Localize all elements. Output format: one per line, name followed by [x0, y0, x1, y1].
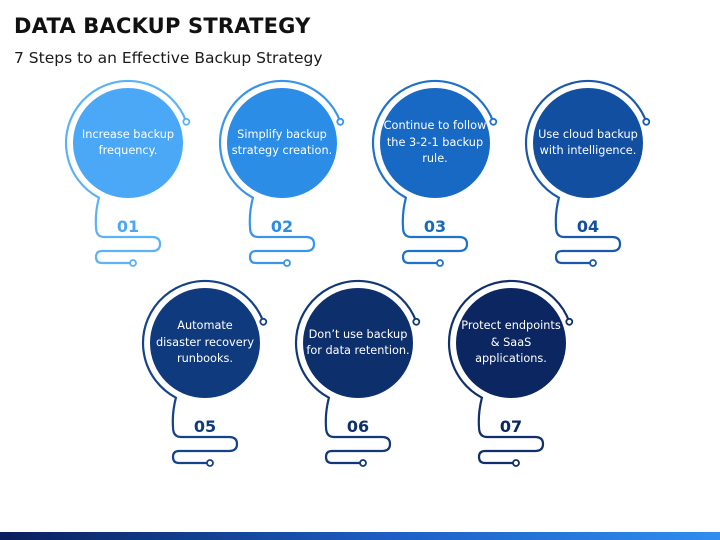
- step-3-outline: [371, 79, 495, 265]
- step-2-outline-end-dot: [283, 259, 291, 267]
- slide-title: DATA BACKUP STRATEGY: [14, 14, 311, 38]
- step-5-outline: [141, 279, 265, 465]
- step-7-outline-start-dot: [565, 317, 574, 326]
- slide-subtitle: 7 Steps to an Effective Backup Strategy: [14, 49, 323, 67]
- bottom-accent-bar: [0, 532, 720, 540]
- step-6-text: Don’t use backup for data retention.: [306, 327, 410, 358]
- step-2-outline: [218, 79, 342, 265]
- step-3-text: Continue to follow the 3-2-1 backup rule…: [383, 119, 487, 166]
- step-3-outline-end-dot: [436, 259, 444, 267]
- step-3-outline-start-dot: [489, 117, 498, 126]
- step-3-bulb: [380, 88, 490, 198]
- step-1-number: 01: [116, 217, 140, 236]
- step-7-bulb: [456, 288, 566, 398]
- step-5-outline-end-dot: [206, 459, 214, 467]
- step-7-text: Protect endpoints & SaaS applications.: [461, 319, 561, 366]
- step-4-outline-end-dot: [589, 259, 597, 267]
- step-2-outline-start-dot: [336, 117, 345, 126]
- step-4-number: 04: [576, 217, 600, 236]
- step-6-outline-start-dot: [412, 317, 421, 326]
- step-1-text: Increase backup frequency.: [81, 127, 175, 158]
- step-7-outline-end-dot: [512, 459, 520, 467]
- step-4-outline-start-dot: [642, 117, 651, 126]
- step-4-bulb: [533, 88, 643, 198]
- step-5-outline-start-dot: [259, 317, 268, 326]
- step-6-outline-end-dot: [359, 459, 367, 467]
- step-4-text: Use cloud backup with intelligence.: [538, 127, 638, 158]
- step-6-outline: [294, 279, 418, 465]
- step-1-outline: [64, 79, 188, 265]
- step-2-number: 02: [270, 217, 294, 236]
- step-6-number: 06: [346, 417, 370, 436]
- step-1-outline-start-dot: [182, 117, 191, 126]
- step-3-number: 03: [423, 217, 447, 236]
- step-5-number: 05: [193, 417, 217, 436]
- step-2-bulb: [227, 88, 337, 198]
- step-7-number: 07: [499, 417, 523, 436]
- step-6-bulb: [303, 288, 413, 398]
- step-5-bulb: [150, 288, 260, 398]
- step-2-text: Simplify backup strategy creation.: [231, 127, 333, 158]
- step-1-bulb: [73, 88, 183, 198]
- step-4-outline: [524, 79, 648, 265]
- step-1-outline-end-dot: [129, 259, 137, 267]
- step-7-outline: [447, 279, 571, 465]
- step-5-text: Automate disaster recovery runbooks.: [155, 319, 255, 366]
